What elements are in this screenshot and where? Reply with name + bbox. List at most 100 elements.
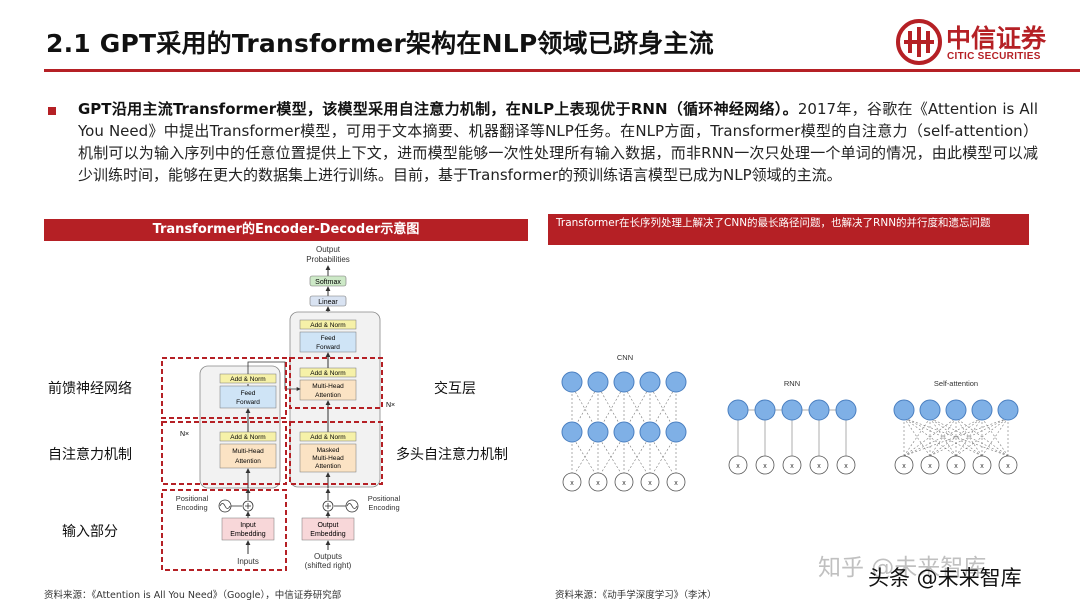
cnn-input-4-label: x (674, 480, 678, 487)
decoder-pos-label2: Encoding (368, 503, 399, 512)
label-multi-head: 多头自注意力机制 (396, 447, 508, 463)
encoder-attention (219, 443, 277, 469)
sa-input-3 (972, 455, 992, 475)
cnn-input-2 (614, 472, 634, 492)
citic-logo: 中信证券 CITIC SECURITIES (896, 19, 1066, 65)
cnn-node-l2-4 (665, 371, 687, 393)
sa-input-4 (998, 455, 1018, 475)
output-embedding (301, 517, 355, 541)
decoder-ffn-label1: Feed (321, 335, 336, 342)
left-figure-banner: Transformer的Encoder-Decoder示意图 (44, 219, 528, 241)
rnn-node-0 (727, 399, 749, 421)
encoder-addnorm-2-label: Add & Norm (230, 376, 265, 383)
cnn-node-l2-3 (639, 371, 661, 393)
sa-node-4 (997, 399, 1019, 421)
output-emb-label2: Embedding (310, 531, 346, 538)
sa-input-1 (920, 455, 940, 475)
cnn-input-1-label: x (596, 480, 600, 487)
softmax-block (309, 275, 347, 287)
rnn-input-1-label: x (763, 463, 767, 470)
decoder-masked-label3: Attention (315, 463, 341, 470)
sa-node-3 (971, 399, 993, 421)
right-figure-banner: Transformer在长序列处理上解决了CNN的最长路径问题，也解决了RNN的… (548, 214, 1029, 245)
inputs-label: Inputs (237, 557, 259, 566)
decoder-addnorm-3 (299, 319, 357, 330)
sa-node-1 (919, 399, 941, 421)
right-source-note: 资料来源：《动手学深度学习》（李沐） (555, 590, 717, 601)
encoder-pos-label2: Encoding (176, 503, 207, 512)
rnn-input-3 (809, 455, 829, 475)
cnn-label: CNN (617, 353, 633, 362)
sa-input-2-label: x (954, 463, 958, 470)
slide-header: 2.1 GPT采用的Transformer架构在NLP领域已跻身主流 中信证券 … (0, 0, 1080, 80)
sa-input-1-label: x (928, 463, 932, 470)
sa-input-4-label: x (1006, 463, 1010, 470)
encoder-attn-label1: Multi-Head (232, 448, 264, 455)
sa-input-0-label: x (902, 463, 906, 470)
decoder-ffn-label2: Forward (316, 344, 340, 351)
output-probs-line1: Output (316, 245, 341, 254)
cnn-input-1 (588, 472, 608, 492)
input-emb-label1: Input (240, 522, 256, 529)
bullet-square-icon (48, 107, 56, 115)
decoder-addnorm-1-label: Add & Norm (310, 434, 345, 441)
logo-text-cn: 中信证券 (946, 24, 1047, 53)
decoder-masked-label1: Masked (317, 447, 340, 454)
rnn-node-2 (781, 399, 803, 421)
rnn-input-0-label: x (736, 463, 740, 470)
sa-input-2 (946, 455, 966, 475)
cnn-node-l2-2 (613, 371, 635, 393)
rnn-node-1 (754, 399, 776, 421)
cnn-input-0 (562, 472, 582, 492)
body-paragraph: GPT沿用主流Transformer模型，该模型采用自注意力机制，在NLP上表现… (78, 98, 1038, 186)
sa-input-3-label: x (980, 463, 984, 470)
rnn-node-3 (808, 399, 830, 421)
rnn-input-0 (728, 455, 748, 475)
cnn-node-l1-2 (613, 421, 635, 443)
highlight-cross (289, 357, 383, 409)
self-attention-label: Self-attention (934, 379, 978, 388)
citic-emblem-icon (896, 19, 942, 65)
rnn-input-3-label: x (817, 463, 821, 470)
cnn-input-4 (666, 472, 686, 492)
rnn-input-4 (836, 455, 856, 475)
cnn-node-l2-1 (587, 371, 609, 393)
cnn-node-l2-0 (561, 371, 583, 393)
zhihu-watermark: 知乎 @未来智库 (818, 555, 987, 581)
cnn-input-0-label: x (570, 480, 574, 487)
cnn-node-l1-4 (665, 421, 687, 443)
softmax-label: Softmax (315, 279, 341, 286)
body-text: 2017年，谷歌在《Attention is All You Need》中提出T… (78, 100, 1038, 184)
cnn-node-l1-3 (639, 421, 661, 443)
decoder-masked-attention (299, 443, 357, 473)
input-embedding (221, 517, 275, 541)
output-probs-line2: Probabilities (306, 255, 350, 264)
highlight-self-attention (161, 421, 287, 485)
decoder-cross-label2: Attention (315, 392, 341, 399)
decoder-nx: N× (386, 402, 395, 409)
label-cross-layer: 交互层 (434, 381, 476, 397)
transformer-diagram: Output Probabilities Softmax Linear Add … (161, 245, 401, 571)
decoder-pos-label1: Positional (368, 494, 401, 503)
input-emb-label2: Embedding (230, 531, 266, 538)
label-input: 输入部分 (62, 524, 118, 540)
decoder-addnorm-3-label: Add & Norm (310, 322, 345, 329)
sa-node-2 (945, 399, 967, 421)
highlight-multi-head (289, 421, 383, 485)
sa-node-0 (893, 399, 915, 421)
logo-text-en: CITIC SECURITIES (947, 51, 1041, 62)
linear-label: Linear (318, 299, 338, 306)
output-emb-label1: Output (317, 522, 338, 529)
toutiao-watermark: 头条 @未来智库 (868, 566, 1022, 590)
body-bold-lead: GPT沿用主流Transformer模型，该模型采用自注意力机制，在NLP上表现… (78, 100, 798, 118)
sa-input-0 (894, 455, 914, 475)
encoder-nx: N× (180, 431, 189, 438)
cnn-node-l1-0 (561, 421, 583, 443)
label-self-attention: 自注意力机制 (48, 447, 132, 463)
cnn-input-3-label: x (648, 480, 652, 487)
encoder-attn-label2: Attention (235, 458, 261, 465)
decoder-ffn (299, 331, 357, 353)
